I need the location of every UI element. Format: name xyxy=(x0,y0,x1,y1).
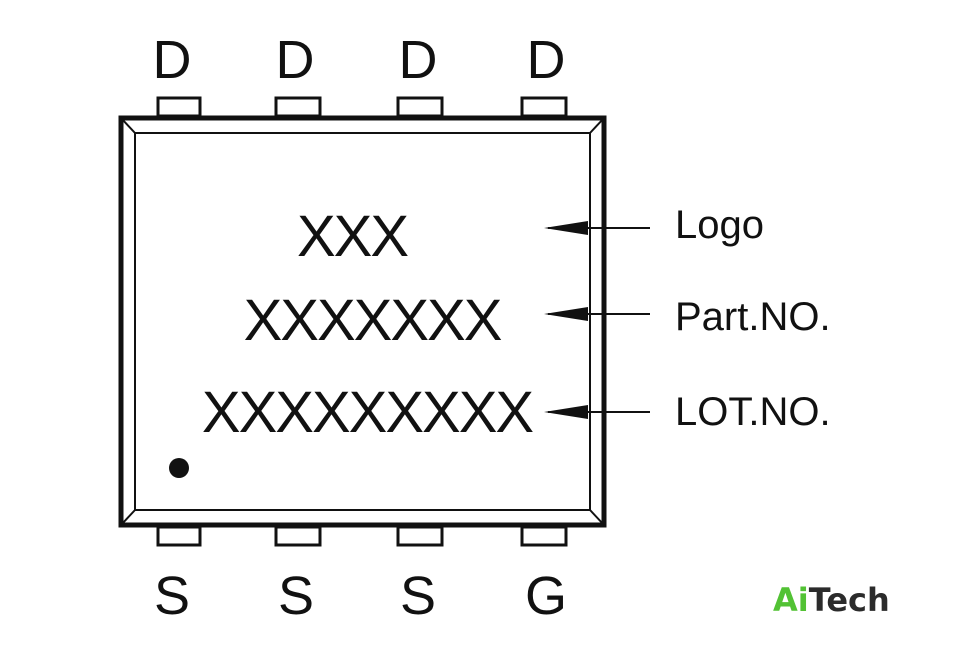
pin-label-bottom-2: S xyxy=(278,566,314,626)
pin-top-4 xyxy=(520,96,568,118)
callout-arrow-lot-no xyxy=(544,405,650,419)
callout-label-part-no: Part.NO. xyxy=(675,295,831,339)
marking-lot-number-text: XXXXXXXXX xyxy=(202,380,533,445)
brand-logo: AiTech xyxy=(773,581,890,619)
brand-logo-ai: Ai xyxy=(773,581,809,619)
brand-logo-tech: Tech xyxy=(809,581,890,619)
pin-bottom-2 xyxy=(274,525,322,547)
callout-arrow-part-no xyxy=(544,307,650,321)
marking-part-number-text: XXXXXXX xyxy=(244,288,502,353)
pin-bottom-1 xyxy=(156,525,202,547)
bevel-line xyxy=(120,509,136,526)
pin1-indicator-dot xyxy=(169,458,189,478)
bevel-line xyxy=(589,509,605,526)
pin-label-bottom-4: G xyxy=(525,566,567,626)
pin-label-bottom-1: S xyxy=(154,566,190,626)
pin-label-bottom-3: S xyxy=(400,566,436,626)
pin-label-top-3: D xyxy=(399,30,438,90)
pin-label-top-1: D xyxy=(153,30,192,90)
bevel-line xyxy=(589,117,605,134)
package-inner-outline xyxy=(134,132,591,511)
pin-label-top-2: D xyxy=(276,30,315,90)
pin-top-2 xyxy=(274,96,322,118)
package-body xyxy=(118,115,607,528)
pin-top-3 xyxy=(396,96,444,118)
callout-label-lot-no: LOT.NO. xyxy=(675,390,831,434)
callout-label-logo: Logo xyxy=(675,203,764,247)
pin-bottom-4 xyxy=(520,525,568,547)
callout-arrow-logo xyxy=(544,221,650,235)
pin-bottom-3 xyxy=(396,525,444,547)
pin-top-1 xyxy=(156,96,202,118)
marking-logo-text: XXX xyxy=(297,204,408,269)
pin-label-top-4: D xyxy=(527,30,566,90)
bevel-line xyxy=(120,117,136,134)
